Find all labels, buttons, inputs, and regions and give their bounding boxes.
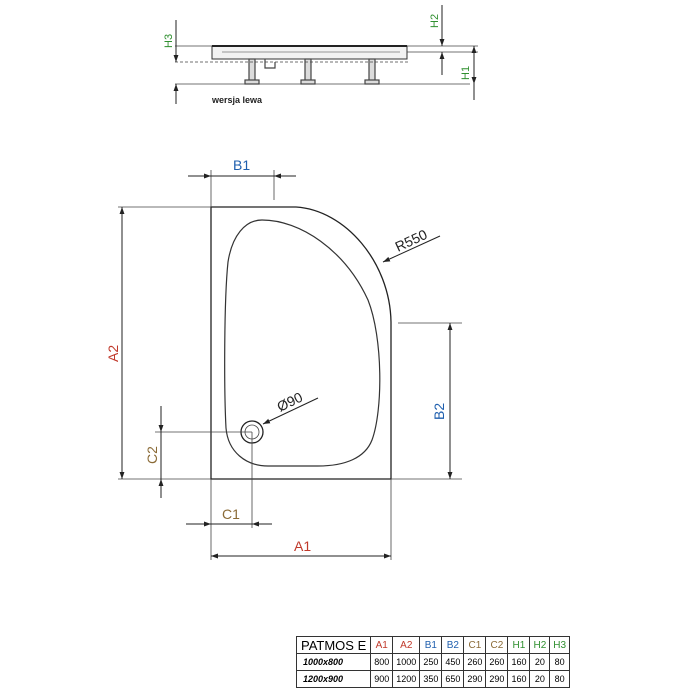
col-b2: B2: [441, 636, 465, 654]
cell: 20: [529, 653, 551, 671]
col-a1: A1: [370, 636, 394, 654]
row-size: 1000x800: [295, 653, 372, 671]
col-h1: H1: [507, 636, 531, 654]
a2-label: A2: [105, 345, 121, 362]
cell: 260: [485, 653, 509, 671]
col-c1: C1: [463, 636, 487, 654]
a1-label: A1: [294, 538, 311, 554]
cell: 450: [441, 653, 465, 671]
h3-label: H3: [163, 34, 175, 48]
model-name: PATMOS E: [295, 636, 372, 654]
b2-label: B2: [431, 403, 447, 420]
col-c2: C2: [485, 636, 509, 654]
cell: 80: [549, 653, 571, 671]
tray-side-body: [211, 45, 408, 60]
cell: 160: [507, 653, 531, 671]
cell: 350: [419, 670, 443, 688]
leg-foot: [300, 79, 316, 85]
siphon: [264, 59, 276, 69]
cell: 20: [529, 670, 551, 688]
cell: 160: [507, 670, 531, 688]
h1-label: H1: [460, 66, 472, 80]
cell: 80: [549, 670, 571, 688]
h2-label: H2: [429, 14, 441, 28]
side-view-note: wersja lewa: [211, 95, 263, 105]
table-row: 1000x800 800 1000 250 450 260 260 160 20…: [295, 653, 571, 671]
tray-outline: [210, 206, 392, 480]
cell: 250: [419, 653, 443, 671]
leg-foot: [364, 79, 380, 85]
cell: 650: [441, 670, 465, 688]
col-h2: H2: [529, 636, 551, 654]
row-size: 1200x900: [295, 670, 372, 688]
basin-outline: [224, 219, 381, 467]
leg-foot: [244, 79, 260, 85]
table-row: 1200x900 900 1200 350 650 290 290 160 20…: [295, 670, 571, 688]
dimensions-table: PATMOS E A1 A2 B1 B2 C1 C2 H1 H2 H3 1000…: [295, 636, 571, 688]
c2-label: C2: [144, 446, 160, 464]
side-view: H3 H2 H1 wersja lewa: [163, 5, 478, 105]
table-header-row: PATMOS E A1 A2 B1 B2 C1 C2 H1 H2 H3: [295, 636, 571, 654]
cell: 900: [370, 670, 394, 688]
drain-leader: [262, 397, 319, 425]
col-a2: A2: [392, 636, 421, 654]
col-b1: B1: [419, 636, 443, 654]
cell: 800: [370, 653, 394, 671]
radius-leader: [382, 235, 441, 263]
col-h3: H3: [549, 636, 571, 654]
cell: 290: [485, 670, 509, 688]
plan-view: A2 B1 B2 A1 C1 C2 R550 Ø90: [105, 157, 462, 560]
c1-label: C1: [222, 506, 240, 522]
cell: 290: [463, 670, 487, 688]
radius-label: R550: [393, 226, 430, 255]
b1-label: B1: [233, 157, 250, 173]
cell: 1200: [392, 670, 421, 688]
cell: 1000: [392, 653, 421, 671]
cell: 260: [463, 653, 487, 671]
